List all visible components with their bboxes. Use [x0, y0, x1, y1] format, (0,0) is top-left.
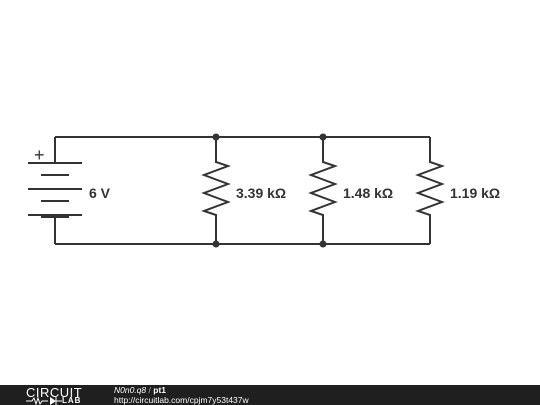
circuit-info: N0n0.q8 / pt1 http://circuitlab.com/cpjm… [114, 385, 249, 405]
battery: + 6 V [28, 137, 111, 244]
battery-voltage-label: 6 V [89, 185, 111, 201]
junction-node-bottom-2 [319, 240, 327, 248]
circuitlab-logo[interactable]: CIRCUIT LAB [26, 385, 100, 405]
junction-node-top-1 [212, 133, 220, 141]
circuit-schematic: + 6 V 3.39 kΩ 1.48 kΩ 1.19 kΩ [28, 133, 500, 248]
battery-polarity-mark: + [34, 145, 45, 165]
resistor-1-label: 3.39 kΩ [236, 185, 286, 201]
junction-node-bottom-1 [212, 240, 220, 248]
logo-resistor-icon [26, 396, 62, 405]
circuit-title[interactable]: pt1 [153, 385, 167, 395]
junction-node-top-2 [319, 133, 327, 141]
logo-top-text: CIRCUIT [26, 385, 83, 400]
resistor-3: 1.19 kΩ [415, 137, 500, 244]
resistor-3-label: 1.19 kΩ [450, 185, 500, 201]
breadcrumb-separator: / [148, 385, 151, 395]
resistor-2: 1.48 kΩ [308, 137, 393, 244]
footer-bar: CIRCUIT LAB N0n0.q8 / pt1 http://circuit… [0, 385, 540, 405]
circuit-url-link[interactable]: http://circuitlab.com/cpjm7y53t437w [114, 395, 249, 405]
resistor-1: 3.39 kΩ [201, 137, 286, 244]
resistor-2-label: 1.48 kΩ [343, 185, 393, 201]
author-link[interactable]: N0n0.q8 [114, 385, 147, 395]
logo-bottom-text: LAB [62, 396, 82, 405]
